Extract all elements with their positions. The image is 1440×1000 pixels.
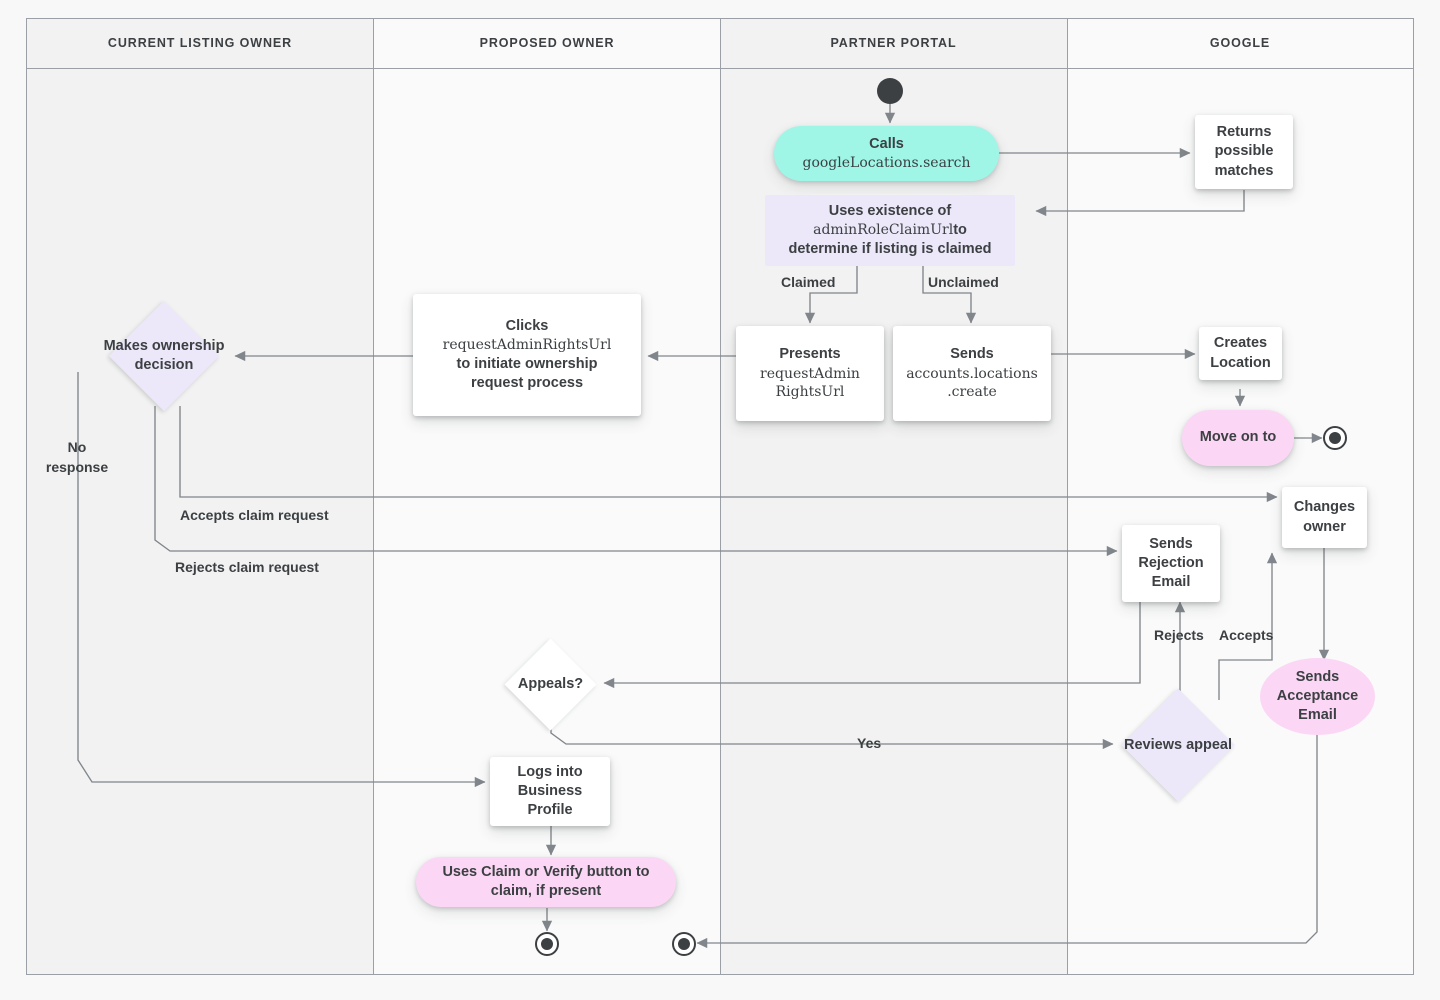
presents-line1: Presents: [779, 346, 841, 363]
sends-create-line2: accounts.locations: [906, 365, 1038, 382]
reviews-appeal-node[interactable]: Reviews appeal: [1121, 688, 1235, 802]
clicks-line3: to initiate ownership: [456, 355, 598, 372]
move-on-to-label: Move on to: [1199, 429, 1277, 446]
reviews-appeal-label: Reviews appeal: [1124, 736, 1232, 753]
clicks-line2: requestAdminRightsUrl: [442, 337, 612, 354]
logs-into-business-profile-node[interactable]: Logs into Business Profile: [490, 757, 610, 826]
edge-accepts-claim-request: [179, 406, 1278, 503]
sends-acceptance-email-node[interactable]: Sends Acceptance Email: [1260, 658, 1375, 735]
presents-line2: requestAdmin: [760, 365, 860, 382]
clicks-line1: Clicks: [505, 317, 549, 334]
edge-label-claimed: Claimed: [781, 274, 836, 290]
makes-ownership-decision-label: Makes ownership decision: [103, 338, 225, 373]
edge-no-response: [77, 372, 486, 788]
edge-acceptance-to-end-partner: [696, 734, 1318, 949]
lane-header-google: GOOGLE: [1209, 36, 1271, 50]
edge-appeals-yes: [550, 718, 1114, 750]
edge-uses-to-presents: [804, 266, 858, 324]
calls-label-line2: googleLocations.search: [802, 154, 971, 171]
changes-owner-node[interactable]: Changes owner: [1282, 487, 1367, 548]
uses-existence-adminroleclaimurl-node[interactable]: Uses existence of adminRoleClaimUrlto de…: [765, 195, 1015, 266]
sends-acceptance-email-label: Sends Acceptance Email: [1276, 668, 1359, 724]
edge-label-unclaimed: Unclaimed: [928, 274, 999, 290]
clicks-request-admin-rights-url-node[interactable]: Clicks requestAdminRightsUrl to initiate…: [413, 294, 641, 416]
makes-ownership-decision-node[interactable]: Makes ownership decision: [104, 300, 224, 412]
uses-existence-code: adminRoleClaimUrl: [813, 221, 954, 238]
lane-header-partner-portal: PARTNER PORTAL: [830, 36, 957, 50]
calls-google-locations-search-node[interactable]: Calls googleLocations.search: [774, 126, 999, 181]
move-on-to-node[interactable]: Move on to: [1182, 410, 1294, 466]
sends-rejection-email-node[interactable]: Sends Rejection Email: [1122, 525, 1220, 602]
presents-request-admin-rights-url-node[interactable]: Presents requestAdmin RightsUrl: [736, 326, 884, 421]
sends-create-line1: Sends: [950, 346, 994, 363]
edge-label-rejects-claim-request: Rejects claim request: [175, 559, 319, 575]
edge-uses-to-sends-create: [922, 266, 977, 324]
sends-rejection-email-label: Sends Rejection Email: [1138, 535, 1204, 591]
uses-claim-line2: claim, if present: [490, 883, 602, 899]
edge-label-no-response: No response: [45, 439, 109, 476]
uses-existence-line4: determine if listing is claimed: [788, 241, 992, 258]
changes-owner-label: Changes owner: [1293, 499, 1356, 535]
start-node: [877, 78, 903, 104]
edge-label-accepts: Accepts: [1219, 627, 1274, 643]
uses-claim-line1: Uses Claim or Verify button to: [442, 863, 650, 880]
end-node-partner: [672, 932, 696, 956]
lane-header-rule: [27, 68, 1413, 69]
edge-rejection-to-appeals: [603, 602, 1141, 689]
lane-header-proposed-owner: PROPOSED OWNER: [479, 36, 615, 50]
clicks-line4: request process: [470, 374, 584, 391]
edge-returns-to-uses: [1035, 190, 1245, 217]
edge-label-yes: Yes: [857, 735, 882, 751]
creates-location-node[interactable]: Creates Location: [1199, 327, 1282, 380]
creates-location-label: Creates Location: [1210, 335, 1271, 371]
appeals-decision-node[interactable]: Appeals?: [504, 638, 597, 731]
calls-label-line1: Calls: [869, 135, 904, 152]
sends-create-line3: .create: [947, 384, 997, 401]
sends-accounts-locations-create-node[interactable]: Sends accounts.locations .create: [893, 326, 1051, 421]
appeals-label: Appeals?: [517, 676, 584, 693]
presents-line3: RightsUrl: [775, 384, 845, 401]
uses-existence-line1: Uses existence of: [828, 202, 952, 219]
logs-into-business-profile-label: Logs into Business Profile: [517, 763, 583, 819]
returns-possible-matches-label: Returns possible matches: [1214, 124, 1274, 179]
edge-rejects-claim-request: [154, 406, 1118, 557]
end-node-google: [1323, 426, 1347, 450]
edge-label-accepts-claim-request: Accepts claim request: [180, 507, 329, 523]
end-node-proposed: [535, 932, 559, 956]
edge-label-rejects: Rejects: [1154, 627, 1204, 643]
edge-reviews-accepts: [1218, 552, 1278, 700]
uses-claim-or-verify-node[interactable]: Uses Claim or Verify button to claim, if…: [416, 857, 676, 907]
uses-existence-line2-wrap: adminRoleClaimUrlto: [813, 221, 967, 240]
returns-possible-matches-node[interactable]: Returns possible matches: [1195, 115, 1293, 189]
lane-header-current-listing-owner: CURRENT LISTING OWNER: [107, 36, 293, 50]
uses-existence-line3: to: [953, 221, 967, 238]
